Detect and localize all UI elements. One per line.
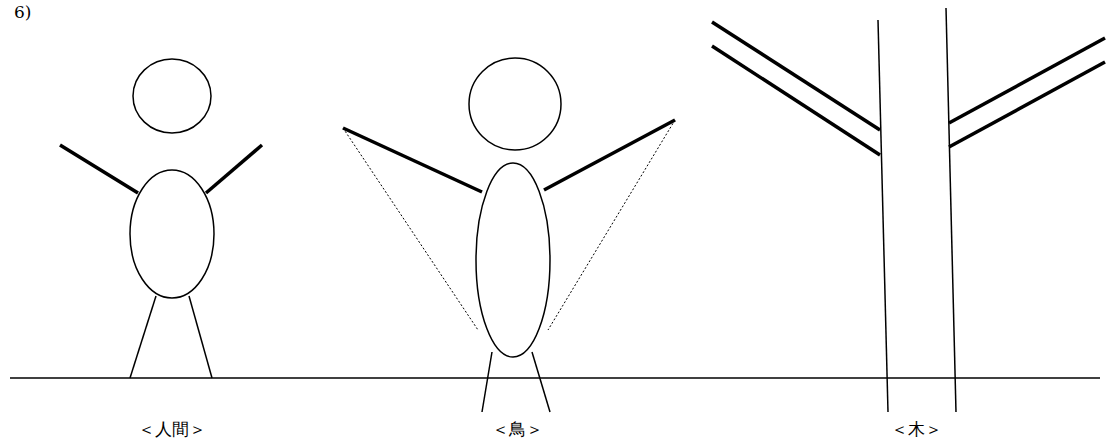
tree-trunk — [946, 8, 956, 412]
bird-head — [469, 58, 561, 150]
figure-caption: ＜鳥＞ — [492, 418, 543, 441]
human-body — [130, 170, 214, 298]
tree-trunk — [878, 20, 888, 412]
tree-branch — [949, 62, 1105, 147]
bird-leg — [482, 352, 492, 412]
bird-wing — [343, 128, 482, 192]
wing-outline — [548, 120, 675, 330]
bird-body — [476, 163, 550, 357]
tree-branch — [712, 22, 880, 130]
human-arm — [206, 145, 262, 193]
bird-leg — [532, 352, 550, 412]
figure-caption: ＜木＞ — [891, 418, 942, 441]
human-leg — [130, 296, 156, 378]
figure-number: 6) — [14, 2, 31, 22]
figure-caption: ＜人間＞ — [138, 418, 206, 441]
human-leg — [189, 296, 212, 378]
human-arm — [60, 145, 138, 193]
tree-branch — [712, 46, 880, 155]
ground-line — [10, 377, 1100, 379]
tree-branch — [949, 38, 1105, 123]
human-head — [133, 59, 211, 133]
bird-wing — [544, 120, 675, 190]
